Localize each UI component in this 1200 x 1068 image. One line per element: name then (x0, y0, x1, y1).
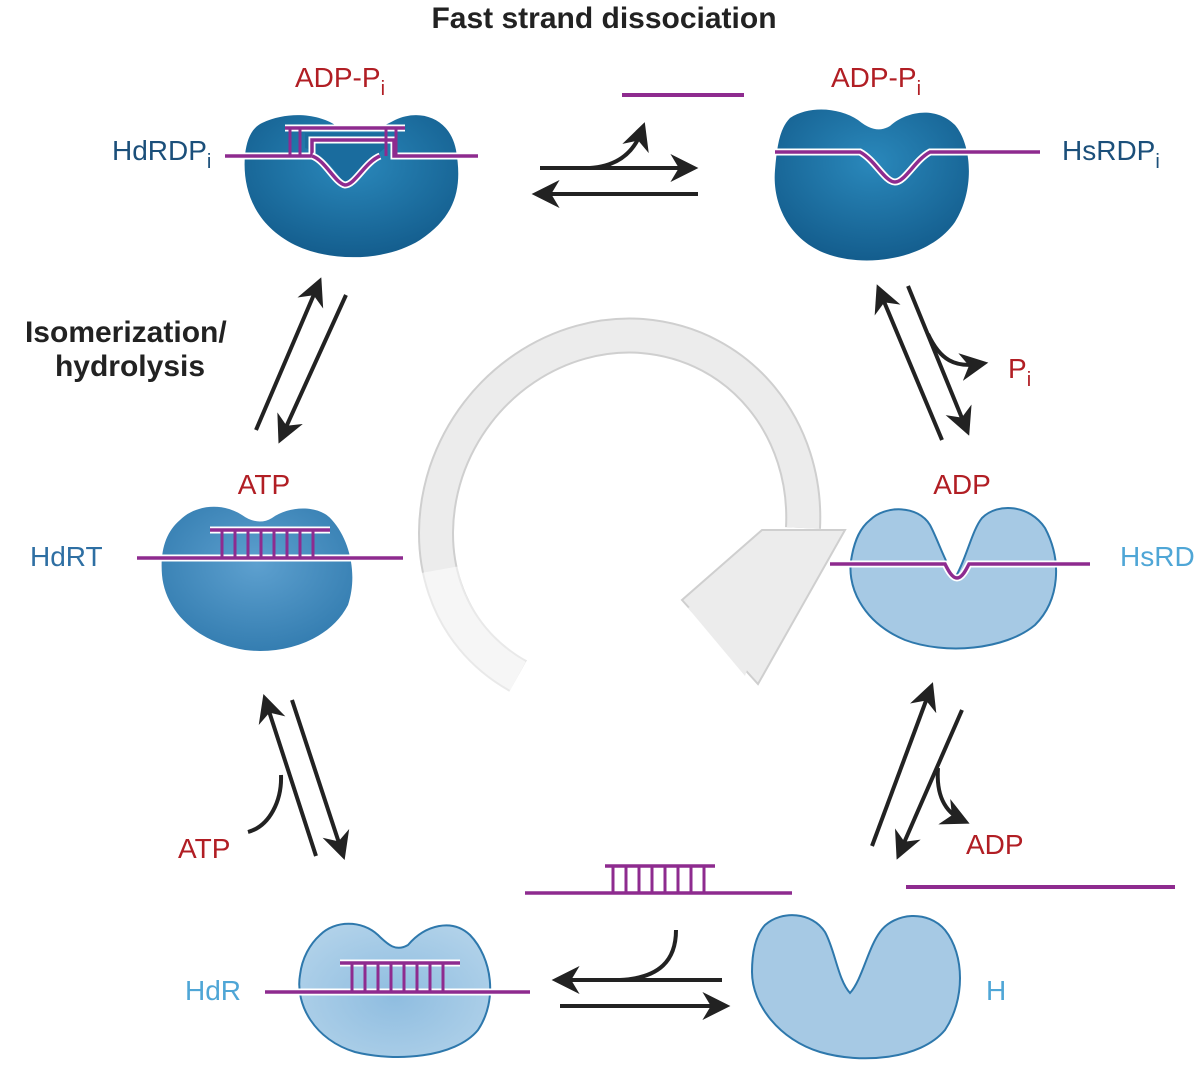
protein-bottom-left (265, 922, 530, 1058)
reaction-arrows (247, 122, 989, 1020)
dna-duplex-mid-left (137, 526, 403, 562)
arrow-pi-release (926, 333, 989, 381)
protein-mid-right (830, 506, 1090, 650)
protein-mid-left (137, 506, 403, 651)
side-label: Isomerization/ hydrolysis (25, 316, 235, 383)
protein-bottom-right (750, 914, 961, 1060)
diagram-title: Fast strand dissociation (431, 2, 776, 35)
cycle-arrow (418, 317, 847, 694)
arrow-right-lower-down (895, 709, 964, 860)
label-adp-released: ADP (966, 829, 1024, 860)
label-top-left-state: HdRDPi (112, 135, 211, 173)
label-top-left-ligand: ADP-Pi (295, 62, 385, 100)
arrow-right-down (906, 285, 972, 436)
side-label-line2: hydrolysis (55, 350, 205, 383)
arrow-right-lower-up (870, 682, 937, 847)
side-label-line1: Isomerization/ (25, 316, 227, 349)
arrow-right-up (874, 284, 944, 441)
label-top-right-ligand: ADP-Pi (831, 62, 921, 100)
label-mid-left-ligand: ATP (238, 469, 290, 500)
protein-top-left (225, 115, 478, 258)
arrow-left-down (277, 294, 348, 444)
dna-duplex-top-left (225, 124, 478, 189)
label-bottom-right-state: H (986, 975, 1006, 1006)
label-bottom-left-state: HdR (185, 975, 241, 1006)
label-mid-left-state: HdRT (30, 541, 103, 572)
free-duplex-bottom (525, 864, 792, 895)
dna-strand-mid-right (830, 560, 1090, 582)
arrow-left-lower-down (290, 699, 350, 860)
arrow-atp-bind (247, 774, 284, 834)
label-mid-right-state: HsRD (1120, 541, 1195, 572)
arrow-left-lower-up (258, 694, 318, 857)
protein-top-right (774, 109, 1040, 261)
label-mid-right-ligand: ADP (933, 469, 991, 500)
arrow-left-up (254, 277, 324, 431)
arrow-bottom-duplex-bind (619, 929, 678, 982)
arrow-top-release (589, 122, 649, 170)
arrow-adp-release (935, 767, 970, 825)
text-labels: Fast strand dissociation Isomerization/ … (25, 2, 1195, 1006)
label-top-right-state: HsRDPi (1062, 135, 1160, 173)
label-atp-bound: ATP (178, 833, 230, 864)
dna-duplex-bottom-left (265, 959, 530, 996)
label-pi-released: Pi (1008, 353, 1031, 391)
dna-strand-top-right (775, 148, 1040, 186)
